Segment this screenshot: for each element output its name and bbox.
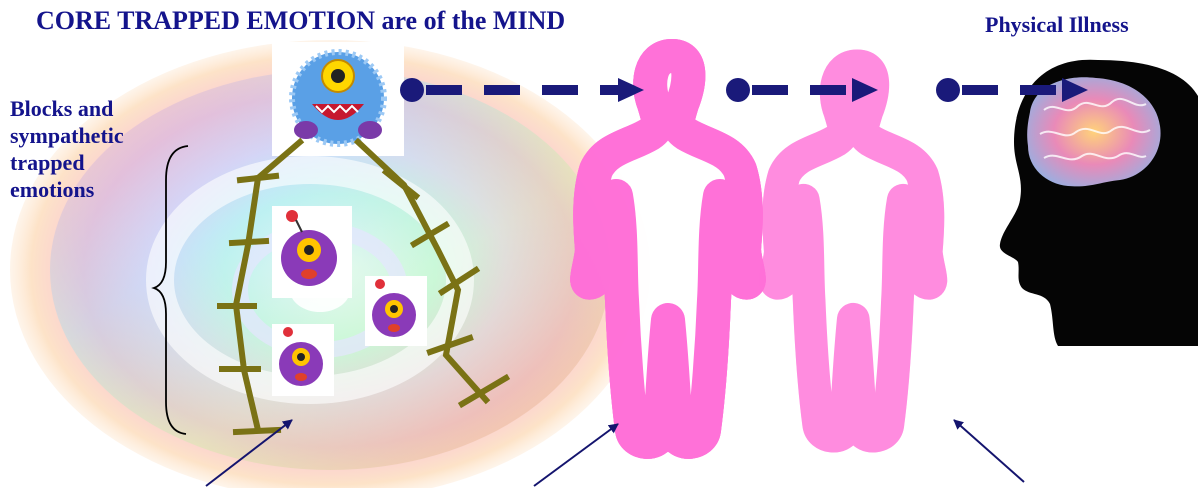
blue-furry-monster-icon xyxy=(272,42,404,156)
physical-illness-label: Physical Illness xyxy=(985,12,1129,38)
blocks-label-line: trapped xyxy=(10,149,170,176)
purple-monster-icon xyxy=(272,206,352,298)
diagram-title: CORE TRAPPED EMOTION are of the MIND xyxy=(36,6,565,36)
blocks-label: Blocks and sympathetic trapped emotions xyxy=(10,95,170,203)
purple-monster-icon xyxy=(272,324,334,396)
outlined-body-icon xyxy=(776,66,931,436)
blocks-label-line: sympathetic xyxy=(10,122,170,149)
rainbow-aura-body-icon xyxy=(587,56,749,442)
head-with-brain-icon xyxy=(1000,60,1198,346)
blocks-label-line: emotions xyxy=(10,176,170,203)
purple-monster-icon xyxy=(365,276,427,346)
blocks-label-line: Blocks and xyxy=(10,95,170,122)
